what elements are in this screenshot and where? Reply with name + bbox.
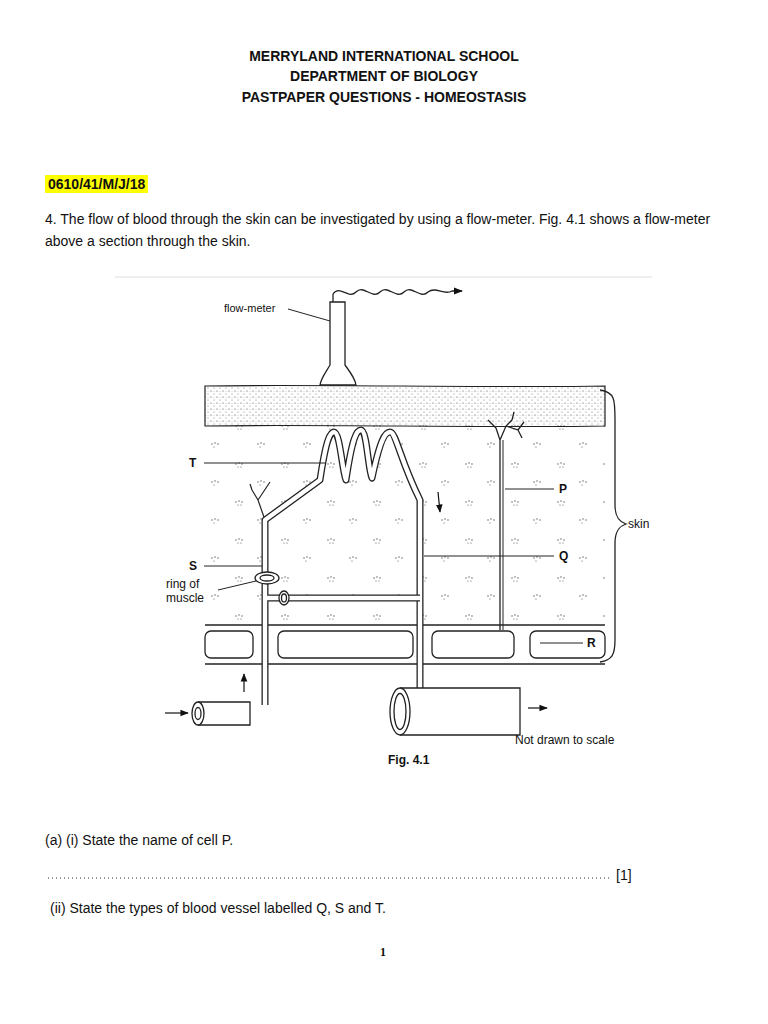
epidermis	[205, 385, 605, 426]
note-text: Not drawn to scale	[515, 732, 614, 748]
sensory-neurone	[488, 412, 524, 630]
part-label: skin	[628, 516, 649, 532]
vein	[390, 688, 520, 735]
department-name: DEPARTMENT OF BIOLOGY	[290, 67, 478, 86]
separator-line	[115, 277, 652, 278]
page-number: 1	[380, 944, 386, 960]
answer-line	[48, 877, 612, 878]
question-code: 0610/41/M/J/18	[45, 175, 148, 193]
part-label: ring of muscle	[166, 578, 218, 606]
part-label: P	[559, 481, 567, 497]
page-heading: PASTPAPER QUESTIONS - HOMEOSTASIS	[242, 88, 527, 107]
artery	[192, 702, 250, 725]
mark-allocation: [1]	[616, 866, 632, 885]
question-text: 4. The flow of blood through the skin ca…	[45, 209, 735, 252]
leader-lines	[204, 309, 583, 643]
question-text: (a) (i) State the name of cell P.	[45, 831, 233, 850]
node-text: 0610/41/M/J/18	[48, 176, 145, 192]
ring-of-muscle	[255, 572, 289, 605]
skin-bracket	[600, 390, 626, 662]
part-label: Q	[559, 548, 568, 564]
part-label: flow-meter	[224, 301, 275, 316]
figure-caption: Fig. 4.1	[388, 752, 429, 768]
part-label: T	[189, 455, 196, 471]
blood-vessels	[265, 430, 422, 705]
part-label: S	[189, 558, 197, 574]
part-label: R	[587, 635, 596, 651]
flow-meter	[320, 290, 462, 385]
question-text: (ii) State the types of blood vessel lab…	[50, 899, 386, 918]
school-name: MERRYLAND INTERNATIONAL SCHOOL	[249, 47, 519, 66]
flow-arrows	[165, 492, 547, 713]
